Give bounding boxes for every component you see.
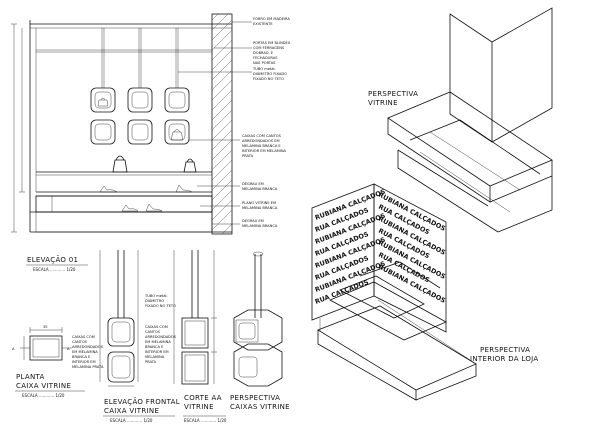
title-elev-frontal-2: CAIXA VITRINE <box>104 407 159 415</box>
title-persp-caixas-1: PERSPECTIVA <box>230 394 280 402</box>
annotation-portas-3: DOBRAD. E <box>253 51 274 55</box>
title-planta-2: CAIXA VITRINE <box>16 382 71 390</box>
annotation-portas-2: COM FERRAGENS <box>253 46 285 50</box>
svg-text:EM MELAMINA: EM MELAMINA <box>145 340 171 344</box>
perspectiva-vitrine-drawing <box>387 7 553 233</box>
elevacao-frontal-drawing <box>99 250 139 387</box>
scale-elev-frontal: ESCALA ............ 1/20 <box>110 418 153 423</box>
annotation-caixas-5: PRATA <box>242 154 254 158</box>
svg-text:EM MELAMINA: EM MELAMINA <box>72 350 98 354</box>
svg-text:DIÂMETRO: DIÂMETRO <box>145 298 164 303</box>
annotation-portas-1: PORTAS EM BLINDEX <box>253 41 291 45</box>
corte-aa-drawing <box>173 250 217 385</box>
annotation-tubo-3: FIXADO NO TETO <box>253 77 284 81</box>
title-corte-1: CORTE AA <box>184 394 222 402</box>
svg-text:FIXADO NO TETO: FIXADO NO TETO <box>145 304 176 308</box>
annotation-caixas-4: INTERIOR EM MELAMINA <box>242 149 287 153</box>
annotation-caixas-3: MELAMINA BRANCA E <box>242 144 281 148</box>
title-persp-loja-1: PERSPECTIVA <box>480 346 530 354</box>
title-persp-loja-2: INTERIOR DA LOJA <box>470 355 539 363</box>
annotation-portas-4: FECHADURAS <box>253 56 278 60</box>
svg-text:TUBO metál.: TUBO metál. <box>144 294 168 298</box>
svg-text:CANTOS: CANTOS <box>72 340 88 344</box>
annotation-caixas-1: CAIXAS COM CANTOS <box>242 134 282 138</box>
annotation-degrau-2: MELAMINA BRANCA <box>242 187 278 191</box>
planta-caixa-drawing: 35 A A <box>12 325 72 361</box>
annotation-forro-1: FORRO EM MADEIRA <box>253 17 290 21</box>
svg-text:A: A <box>67 347 70 351</box>
plan-dimension: 35 <box>43 325 48 329</box>
annotation-degrau-1: DEGRAU EM <box>242 182 264 186</box>
annotation-degrau2-1: DEGRAU EM <box>242 219 264 223</box>
svg-text:PRATA: PRATA <box>145 360 157 364</box>
svg-text:ARREDONDADOS: ARREDONDADOS <box>145 335 177 339</box>
svg-text:CANTOS: CANTOS <box>145 330 161 334</box>
perspectiva-loja-drawing <box>311 183 477 401</box>
title-persp-vitrine-1: PERSPECTIVA <box>368 90 418 98</box>
svg-text:INTERIOR EM: INTERIOR EM <box>72 360 96 364</box>
perspectiva-caixas-drawing <box>233 251 283 387</box>
svg-text:CAIXAS COM: CAIXAS COM <box>145 325 168 329</box>
title-persp-vitrine-2: VITRINE <box>368 99 398 107</box>
svg-text:ARREDONDADOS: ARREDONDADOS <box>72 345 104 349</box>
scale-elevacao: ESCALA ............ 1/20 <box>33 267 76 272</box>
annotation-plano-2: MELAMINA BRANCA <box>242 206 278 210</box>
wall-hatching <box>211 13 233 235</box>
svg-text:BRANCA E: BRANCA E <box>145 345 164 349</box>
title-elev-frontal-1: ELEVAÇÃO FRONTAL <box>104 397 180 406</box>
svg-text:MELAMINA PRATA: MELAMINA PRATA <box>72 365 104 369</box>
svg-text:A: A <box>12 347 15 351</box>
annotation-tubo-1: TUBO metál. <box>252 67 276 71</box>
title-planta-1: PLANTA <box>16 373 45 381</box>
title-corte-2: VITRINE <box>184 403 214 411</box>
annotation-forro-2: EXISTENTE <box>253 22 273 26</box>
svg-text:MELAMINA: MELAMINA <box>145 355 165 359</box>
scale-corte: ESCALA ............ 1/20 <box>184 418 227 423</box>
annotation-portas-5: NAS PORTAS <box>253 61 276 65</box>
svg-text:BRANCA E: BRANCA E <box>72 355 91 359</box>
wall-text-right: RUBIANA CALÇADOS RUA CALÇADOS RUBIANA CA… <box>377 191 447 305</box>
elevation-01-drawing <box>11 13 252 235</box>
svg-text:CAIXAS COM: CAIXAS COM <box>72 335 95 339</box>
annotation-degrau2-2: MELAMINA BRANCA <box>242 224 278 228</box>
annotation-tubo-2: DIÂMETRO FIXADO <box>253 71 287 76</box>
title-persp-caixas-2: CAIXAS VITRINE <box>230 403 290 411</box>
annotation-plano-1: PLANO VITRINE EM <box>242 201 276 205</box>
title-elevacao-01: ELEVAÇÃO 01 <box>27 255 78 264</box>
annotation-caixas-2: ARREDONDADOS EM <box>242 139 280 143</box>
svg-text:INTERIOR EM: INTERIOR EM <box>145 350 169 354</box>
wall-text-left: RUBIANA CALÇADOS RUA CALÇADOS RUBIANA CA… <box>314 187 387 305</box>
scale-planta: ESCALA ............ 1/20 <box>22 393 65 398</box>
